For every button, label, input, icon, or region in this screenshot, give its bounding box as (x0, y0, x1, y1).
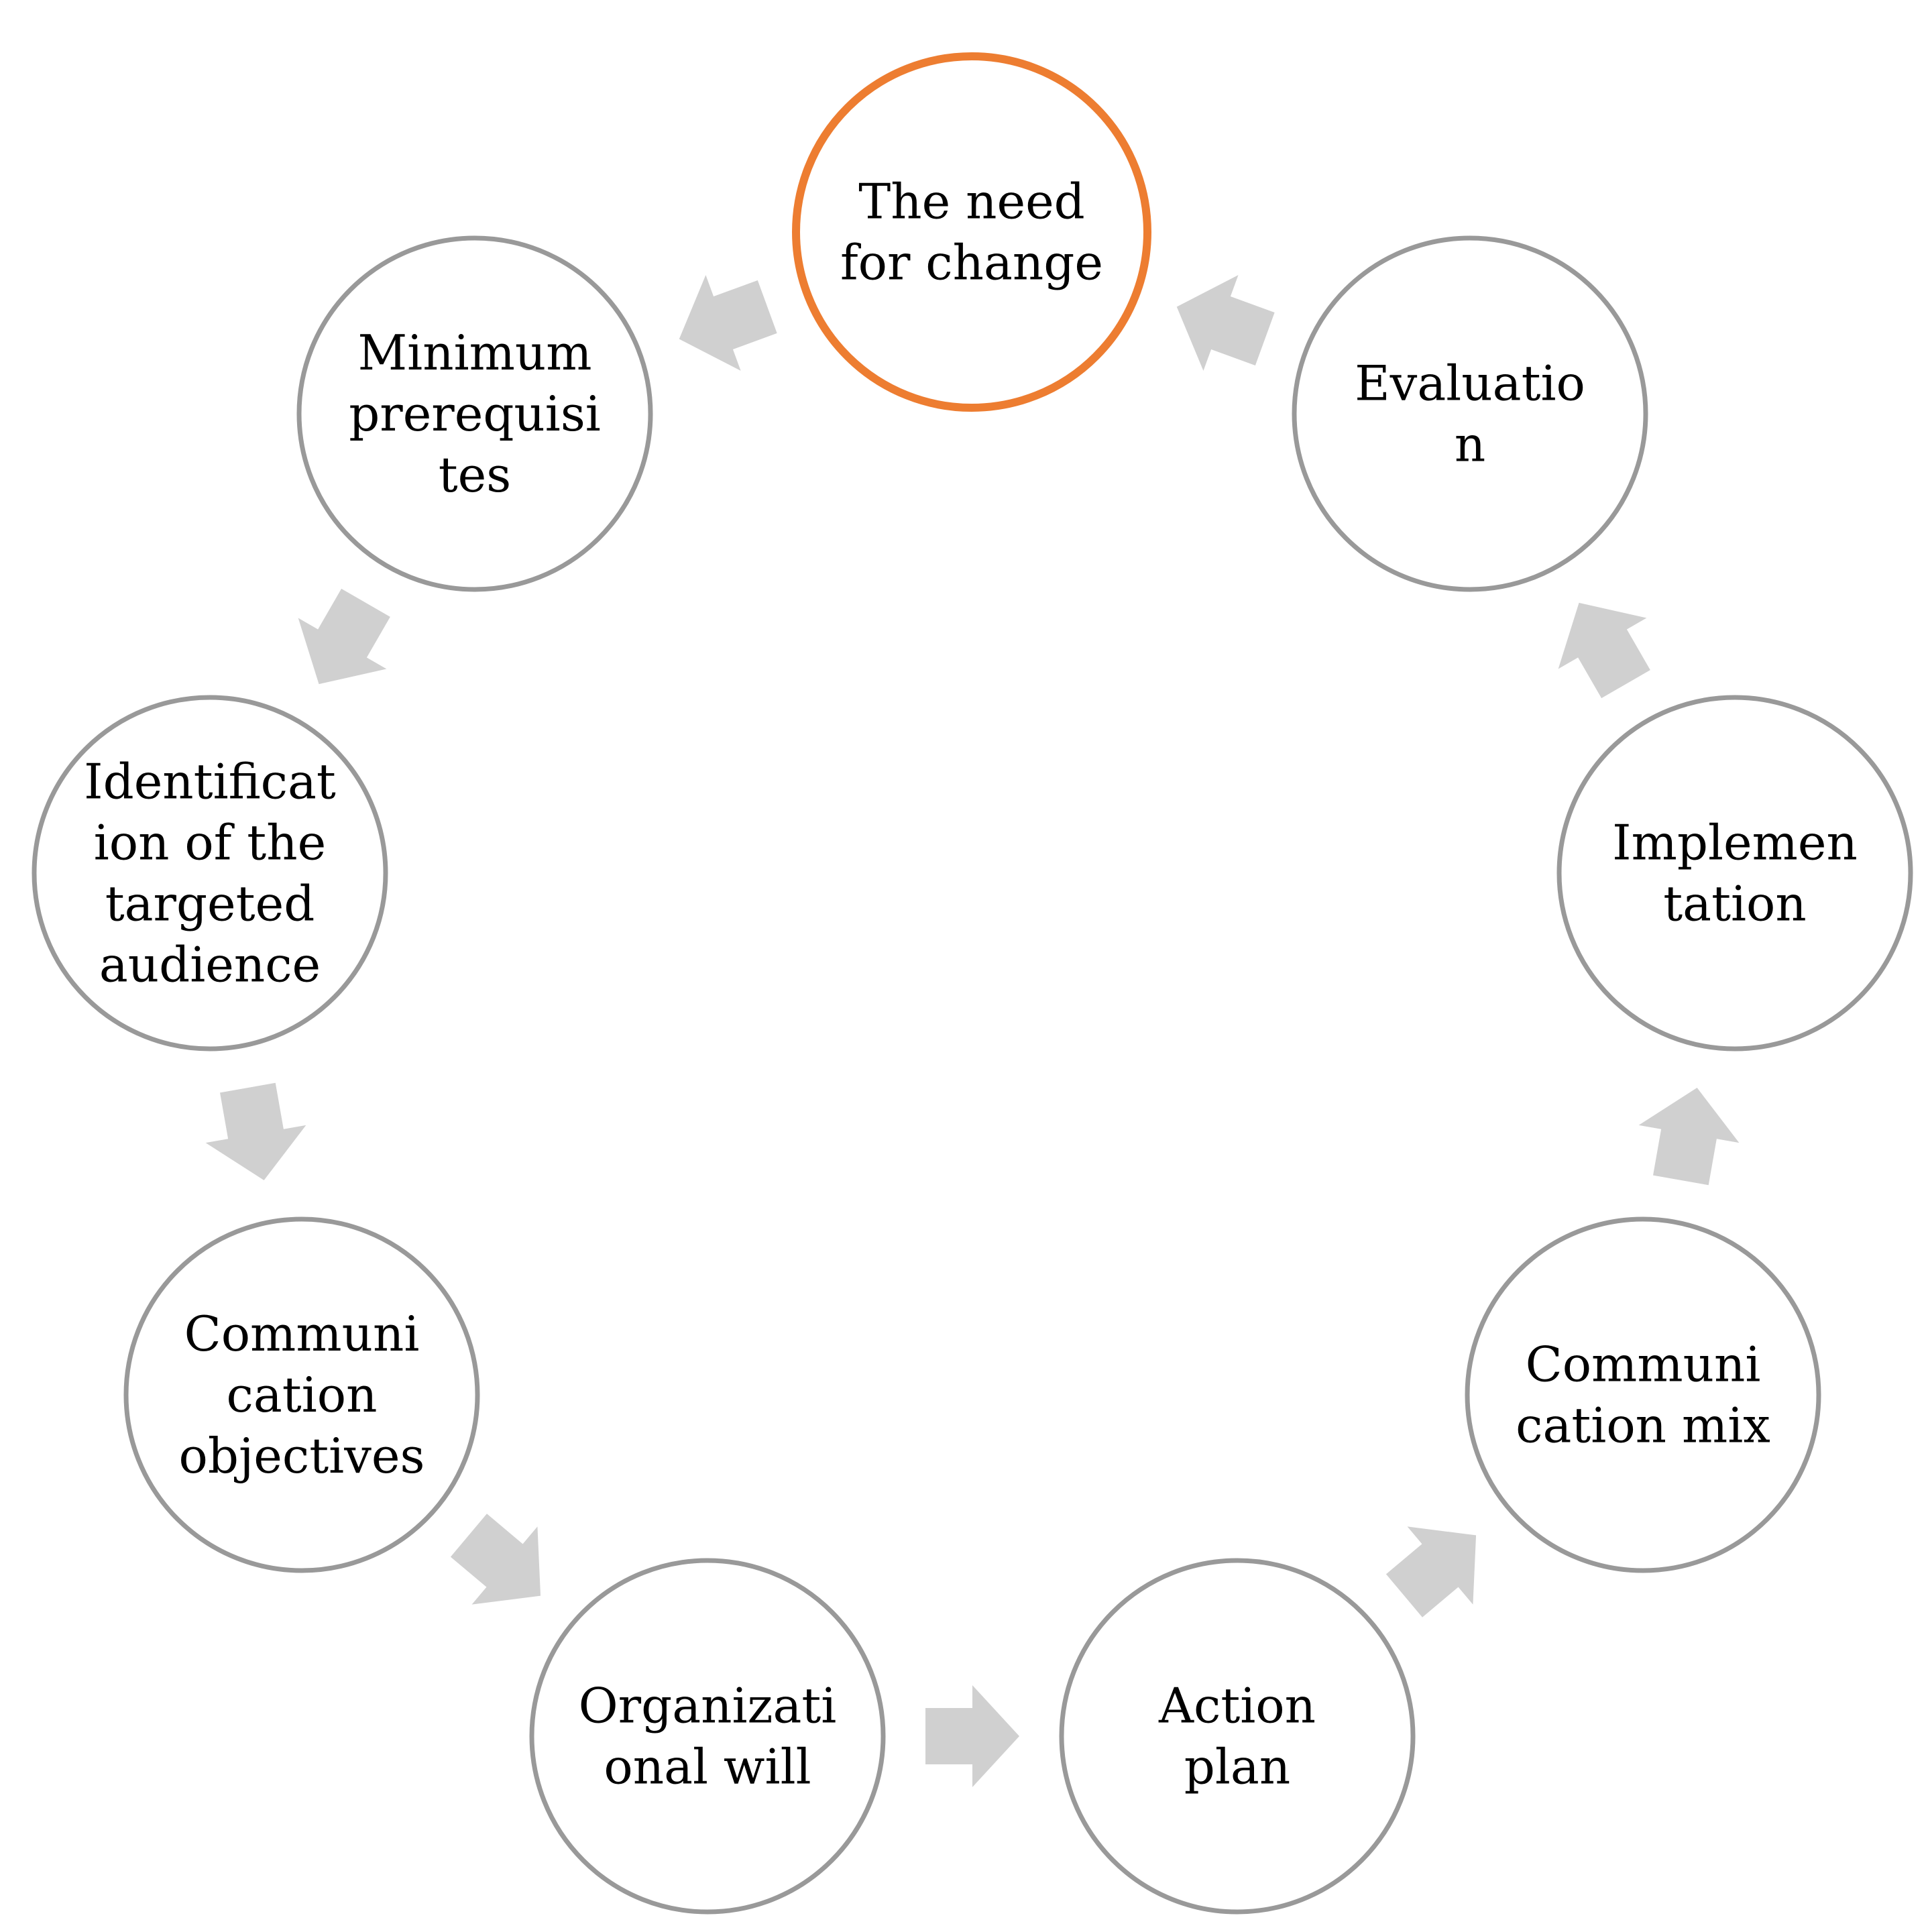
node-label-line: tes (439, 447, 512, 503)
node-circle (1292, 235, 1648, 592)
node-circle (1556, 695, 1913, 1052)
node-label-line: n (1455, 416, 1485, 473)
node-label-line: audience (99, 937, 321, 993)
node-circle-highlighted (792, 52, 1151, 412)
node-label-line: Evaluatio (1355, 355, 1585, 412)
arrow-implementation-to-evaluation (1558, 602, 1650, 699)
arrow-communication-objectives-to-organizational-will (450, 1514, 541, 1605)
node-circle (32, 695, 388, 1052)
node-label-line: tation (1663, 876, 1807, 932)
node-label-line: Action (1158, 1678, 1316, 1734)
node-circle (529, 1558, 886, 1915)
node-label-line: Identificat (84, 754, 336, 810)
arrows-layer (205, 275, 1740, 1787)
node-label-line: Minimum (357, 325, 591, 381)
arrow-identification-targeted-audience-to-communication-objectives (205, 1082, 306, 1180)
node-label-line: onal will (604, 1739, 811, 1795)
node-label-line: cation mix (1516, 1398, 1770, 1454)
node-circle (296, 235, 653, 592)
arrow-organizational-will-to-action-plan (925, 1685, 1019, 1787)
node-label-line: Communi (184, 1306, 420, 1362)
node-label-line: for change (840, 235, 1103, 291)
node-circle (1465, 1216, 1821, 1573)
arrow-action-plan-to-communication-mix (1385, 1526, 1477, 1617)
node-label-line: The need (858, 174, 1085, 230)
node-label-line: cation (227, 1367, 378, 1423)
node-label-line: ion of the (94, 815, 326, 871)
arrow-minimum-prerequisites-to-identification-targeted-audience (298, 588, 390, 685)
arrow-communication-mix-to-implementation (1638, 1088, 1740, 1186)
node-label-line: Implemen (1612, 815, 1858, 871)
node-label-line: prerequisi (349, 386, 601, 442)
node-label-line: targeted (105, 876, 315, 932)
node-circle (1059, 1558, 1416, 1915)
node-label-line: Organizati (579, 1678, 837, 1734)
node-label-line: plan (1184, 1739, 1290, 1795)
arrow-evaluation-to-need-for-change (1176, 275, 1275, 371)
node-label-line: objectives (179, 1428, 425, 1484)
node-circle (123, 1216, 480, 1573)
arrow-need-for-change-to-minimum-prerequisites (679, 275, 777, 371)
node-label-line: Communi (1526, 1337, 1761, 1393)
